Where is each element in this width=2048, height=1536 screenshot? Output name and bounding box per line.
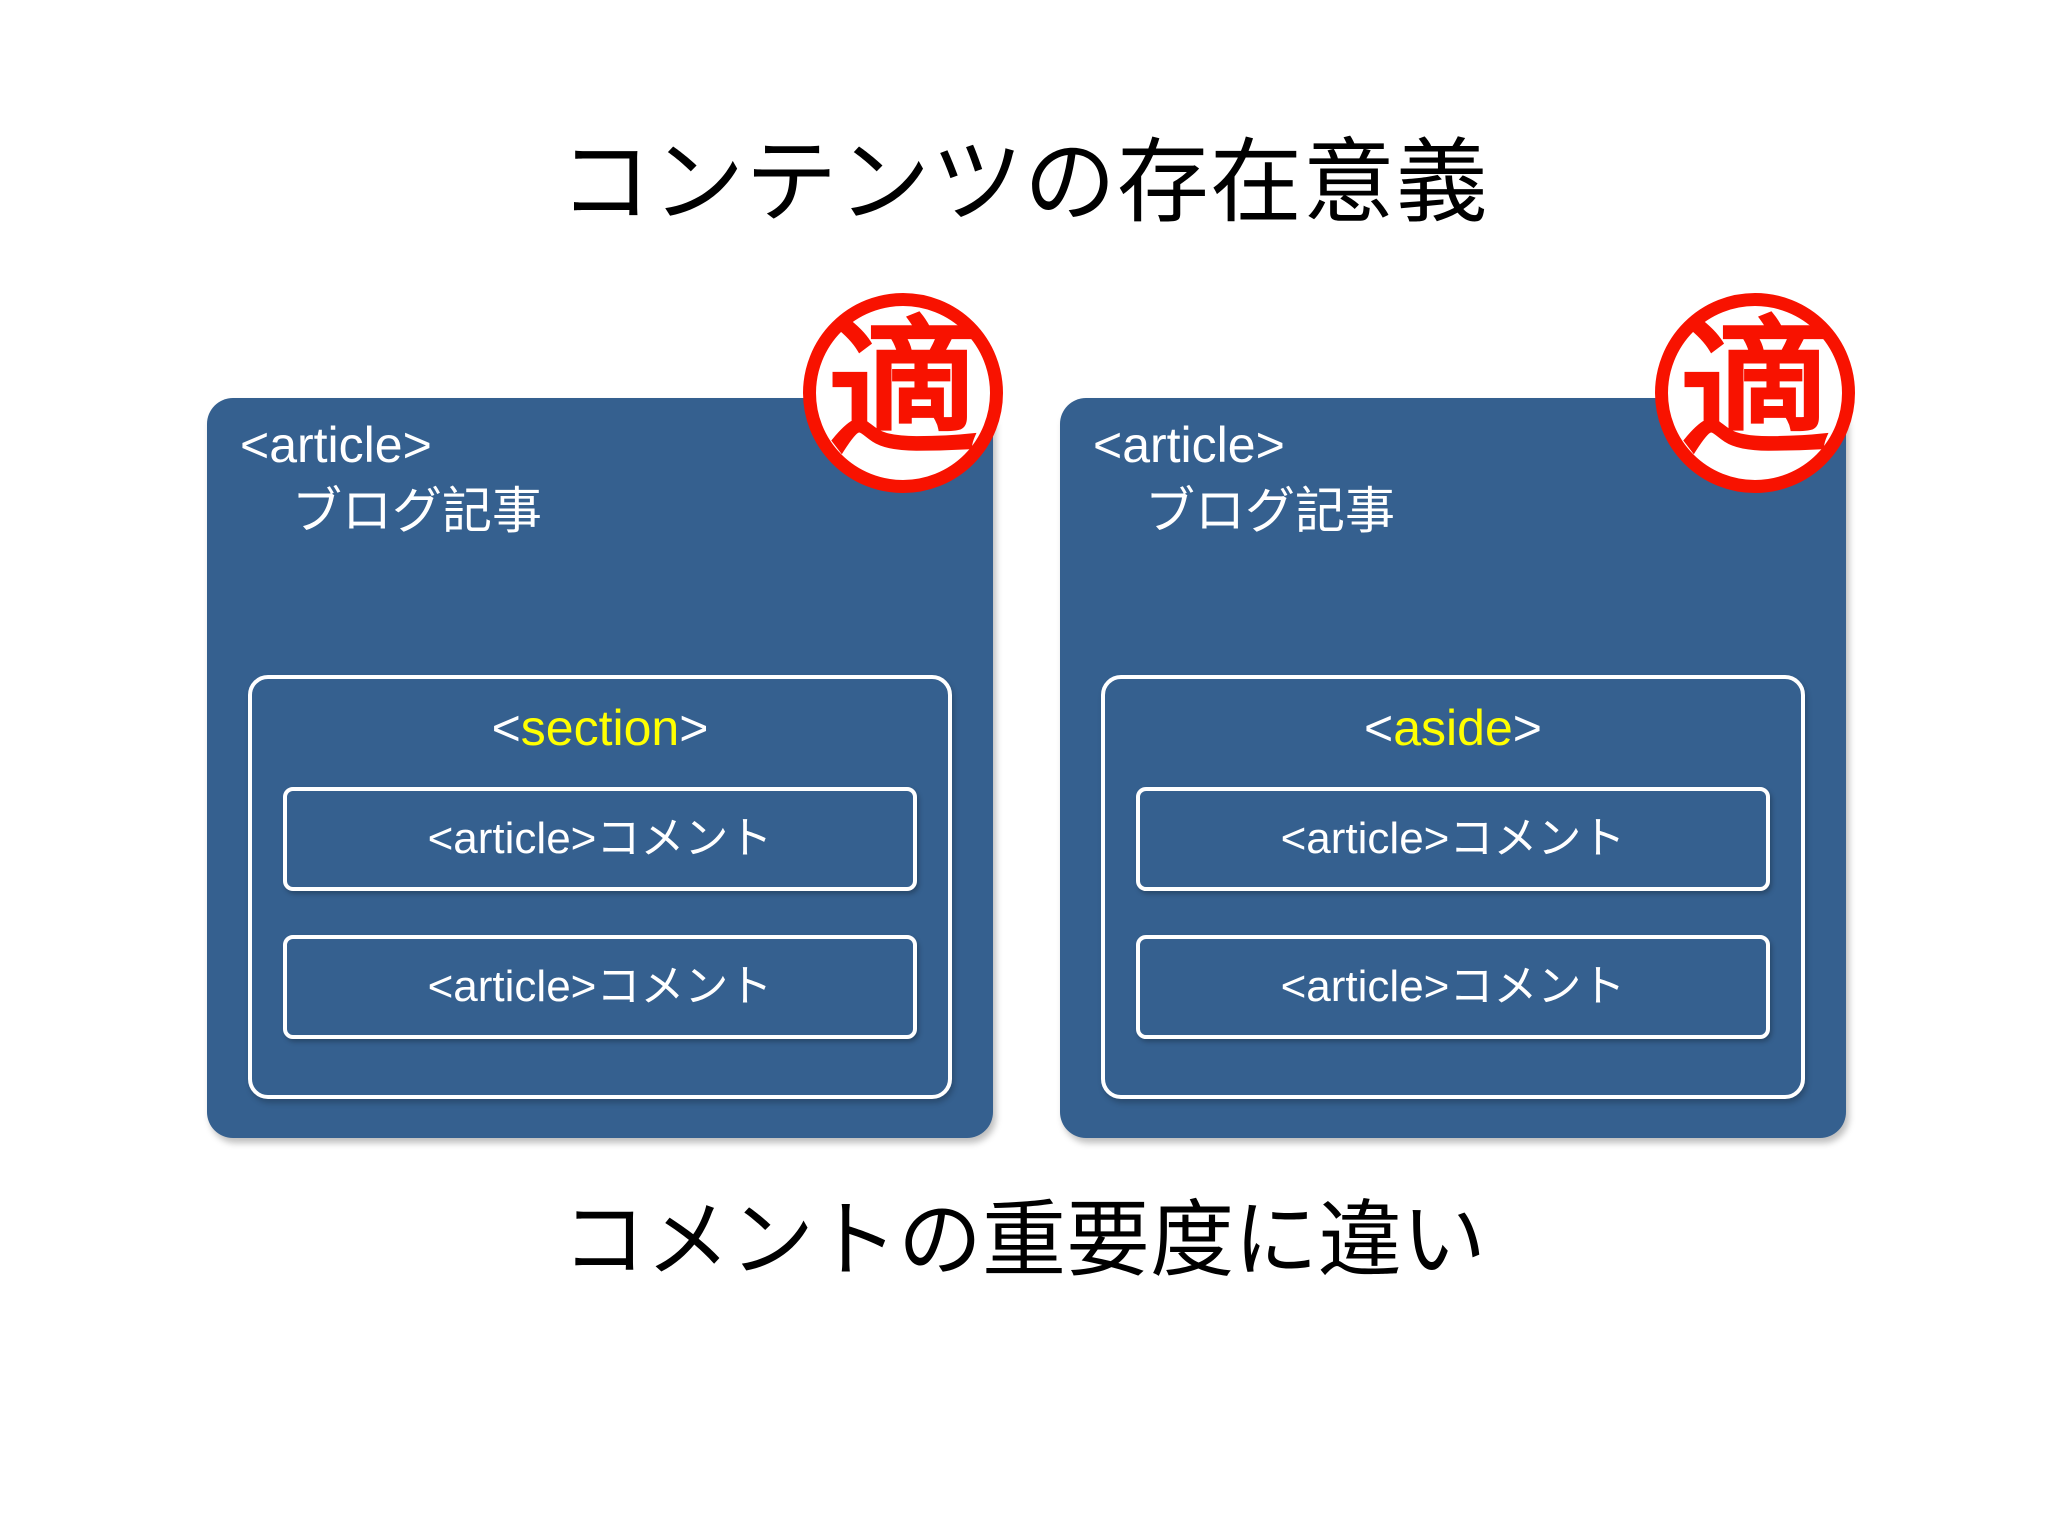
approval-stamp-icon: 適 (1655, 293, 1855, 493)
comment-article-label: <article>コメント (427, 961, 773, 1011)
comment-article-box: <article>コメント (283, 935, 917, 1039)
aside-tag-label: <aside> (1105, 701, 1801, 756)
article-subtitle-label: ブログ記事 (292, 483, 542, 539)
comment-article-box: <article>コメント (283, 787, 917, 891)
section-tag-label: <section> (252, 701, 948, 756)
article-subtitle-label: ブログ記事 (1145, 483, 1395, 539)
section-box: <section> <article>コメント <article>コメント (248, 675, 952, 1099)
article-tag-label: <article> (240, 417, 432, 473)
article-tag-label: <article> (1093, 417, 1285, 473)
approval-stamp-icon: 適 (803, 293, 1003, 493)
angle-bracket-close: > (1512, 700, 1542, 756)
angle-bracket-close: > (679, 700, 709, 756)
aside-element-name: aside (1393, 700, 1513, 756)
article-panel-section: <article> ブログ記事 <section> <article>コメント … (207, 398, 993, 1138)
angle-bracket-open: < (491, 700, 521, 756)
aside-box: <aside> <article>コメント <article>コメント (1101, 675, 1805, 1099)
comment-article-box: <article>コメント (1136, 787, 1770, 891)
approval-stamp-label: 適 (827, 303, 978, 477)
section-element-name: section (520, 700, 680, 756)
page-title: コンテンツの存在意義 (559, 132, 1489, 234)
comment-article-box: <article>コメント (1136, 935, 1770, 1039)
comment-article-label: <article>コメント (427, 813, 773, 863)
comment-article-label: <article>コメント (1280, 961, 1626, 1011)
comment-article-label: <article>コメント (1280, 813, 1626, 863)
angle-bracket-open: < (1364, 700, 1394, 756)
slide-caption: コメントの重要度に違い (561, 1193, 1486, 1287)
article-panel-aside: <article> ブログ記事 <aside> <article>コメント <a… (1060, 398, 1846, 1138)
approval-stamp-label: 適 (1679, 303, 1830, 477)
